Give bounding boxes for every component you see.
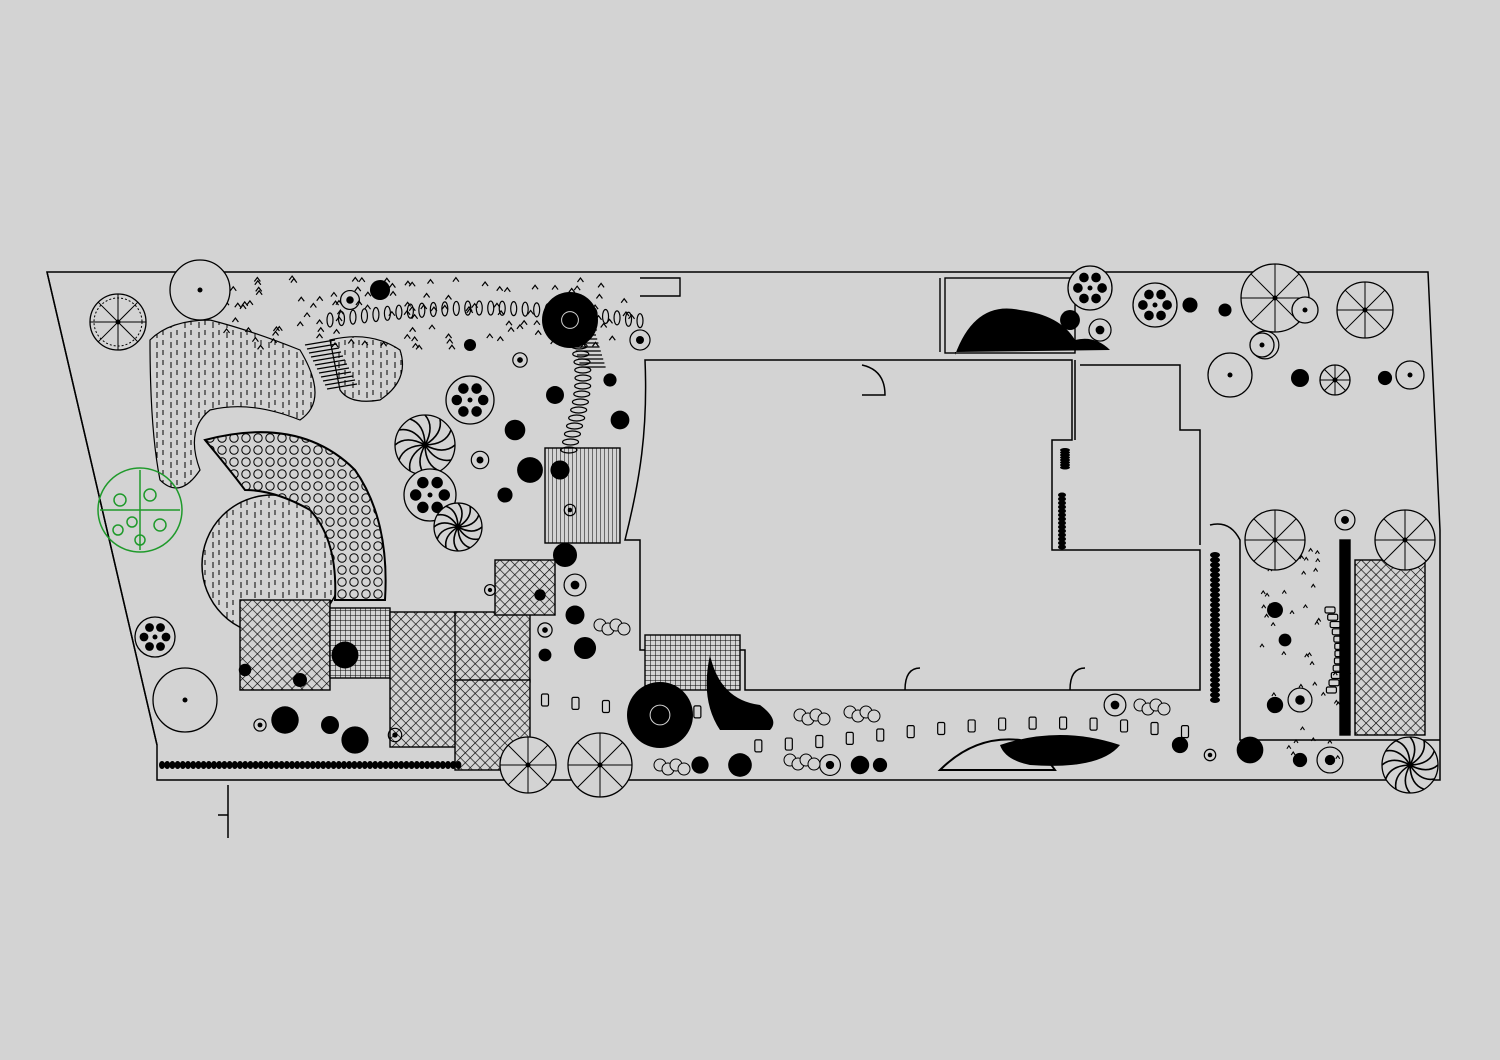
- highlighted-tree: [97, 467, 183, 553]
- shrub-icon: [470, 450, 490, 470]
- shrub-icon: [537, 622, 553, 638]
- tree-icon: [1395, 360, 1425, 390]
- shrub-icon: [1334, 509, 1356, 531]
- shrub-icon: [691, 756, 709, 774]
- tree-icon: [499, 736, 557, 794]
- tree-icon: [1336, 281, 1394, 339]
- shrub-icon: [1236, 736, 1264, 764]
- shrub-icon: [331, 641, 359, 669]
- paved-courtyard: [203, 431, 387, 601]
- shrub-icon: [1103, 693, 1127, 717]
- shrub-icon: [497, 487, 513, 503]
- shrub-icon: [1266, 696, 1284, 714]
- tree-icon: [567, 732, 633, 798]
- shrub-icon: [1377, 370, 1393, 386]
- shrub-icon: [238, 663, 252, 677]
- shrub-icon: [1171, 736, 1189, 754]
- shrub-icon: [1292, 752, 1308, 768]
- tree-icon: [394, 414, 456, 476]
- tree-icon: [1249, 332, 1275, 358]
- shrub-icon: [563, 573, 587, 597]
- shrub-icon: [253, 718, 267, 732]
- property-boundary: [46, 271, 1441, 838]
- shrub-icon: [534, 589, 546, 601]
- tree-icon: [89, 293, 147, 351]
- shrub-icon: [369, 279, 391, 301]
- hatched-decks: [239, 539, 1426, 771]
- shrub-icon: [629, 329, 651, 351]
- shrub-icon: [1218, 303, 1232, 317]
- tree-icon: [134, 616, 176, 658]
- shrub-icon: [563, 503, 577, 517]
- tree-icon: [627, 682, 693, 748]
- tree-icon: [152, 667, 218, 733]
- tree-icon: [445, 375, 495, 425]
- shrub-icon: [463, 338, 477, 352]
- house-footprint: [624, 359, 1440, 741]
- shrub-icon: [573, 636, 597, 660]
- shrub-icon: [1203, 748, 1217, 762]
- shrub-icon: [550, 460, 570, 480]
- shrub-icon: [538, 648, 552, 662]
- tree-icon: [1207, 352, 1253, 398]
- shrub-icon: [292, 672, 308, 688]
- shrub-icon: [1182, 297, 1198, 313]
- shrub-icon: [321, 716, 339, 734]
- tree-icon: [1132, 282, 1178, 328]
- hedge-row: [159, 448, 1220, 769]
- shrub-icon: [339, 289, 361, 311]
- shrub-icon: [387, 727, 403, 743]
- shrub-icon: [818, 753, 842, 777]
- shrub-icon: [603, 373, 617, 387]
- tree-icon: [433, 502, 483, 552]
- shrub-icon: [483, 583, 497, 597]
- tree-icon: [1319, 364, 1351, 396]
- tree-icon: [1381, 736, 1439, 794]
- shrub-icon: [1088, 318, 1112, 342]
- tree-icon: [1374, 509, 1436, 571]
- trees: [89, 259, 1439, 798]
- shrub-icon: [1060, 310, 1080, 330]
- tree-icon: [1244, 509, 1306, 571]
- shrubs: [222, 275, 1393, 777]
- shrub-icon: [546, 386, 564, 404]
- tree-icon: [1067, 265, 1113, 311]
- shrub-icon: [1287, 687, 1313, 713]
- shrub-icon: [271, 706, 299, 734]
- shrub-icon: [728, 753, 752, 777]
- shrub-icon: [552, 542, 578, 568]
- tree-icon: [1291, 296, 1319, 324]
- tree-icon: [542, 292, 598, 348]
- shrub-icon: [850, 755, 870, 775]
- shrub-icon: [1316, 746, 1344, 774]
- shrub-icon: [517, 457, 543, 483]
- shrub-icon: [1278, 633, 1292, 647]
- shrub-icon: [872, 757, 888, 773]
- shrub-icon: [610, 410, 630, 430]
- shrub-icon: [341, 726, 369, 754]
- shrubs: [706, 308, 1120, 771]
- shrub-icon: [504, 419, 526, 441]
- shrub-icon: [512, 352, 528, 368]
- shrub-icon: [1290, 368, 1310, 388]
- tree-icon: [169, 259, 231, 321]
- shrub-icon: [565, 605, 585, 625]
